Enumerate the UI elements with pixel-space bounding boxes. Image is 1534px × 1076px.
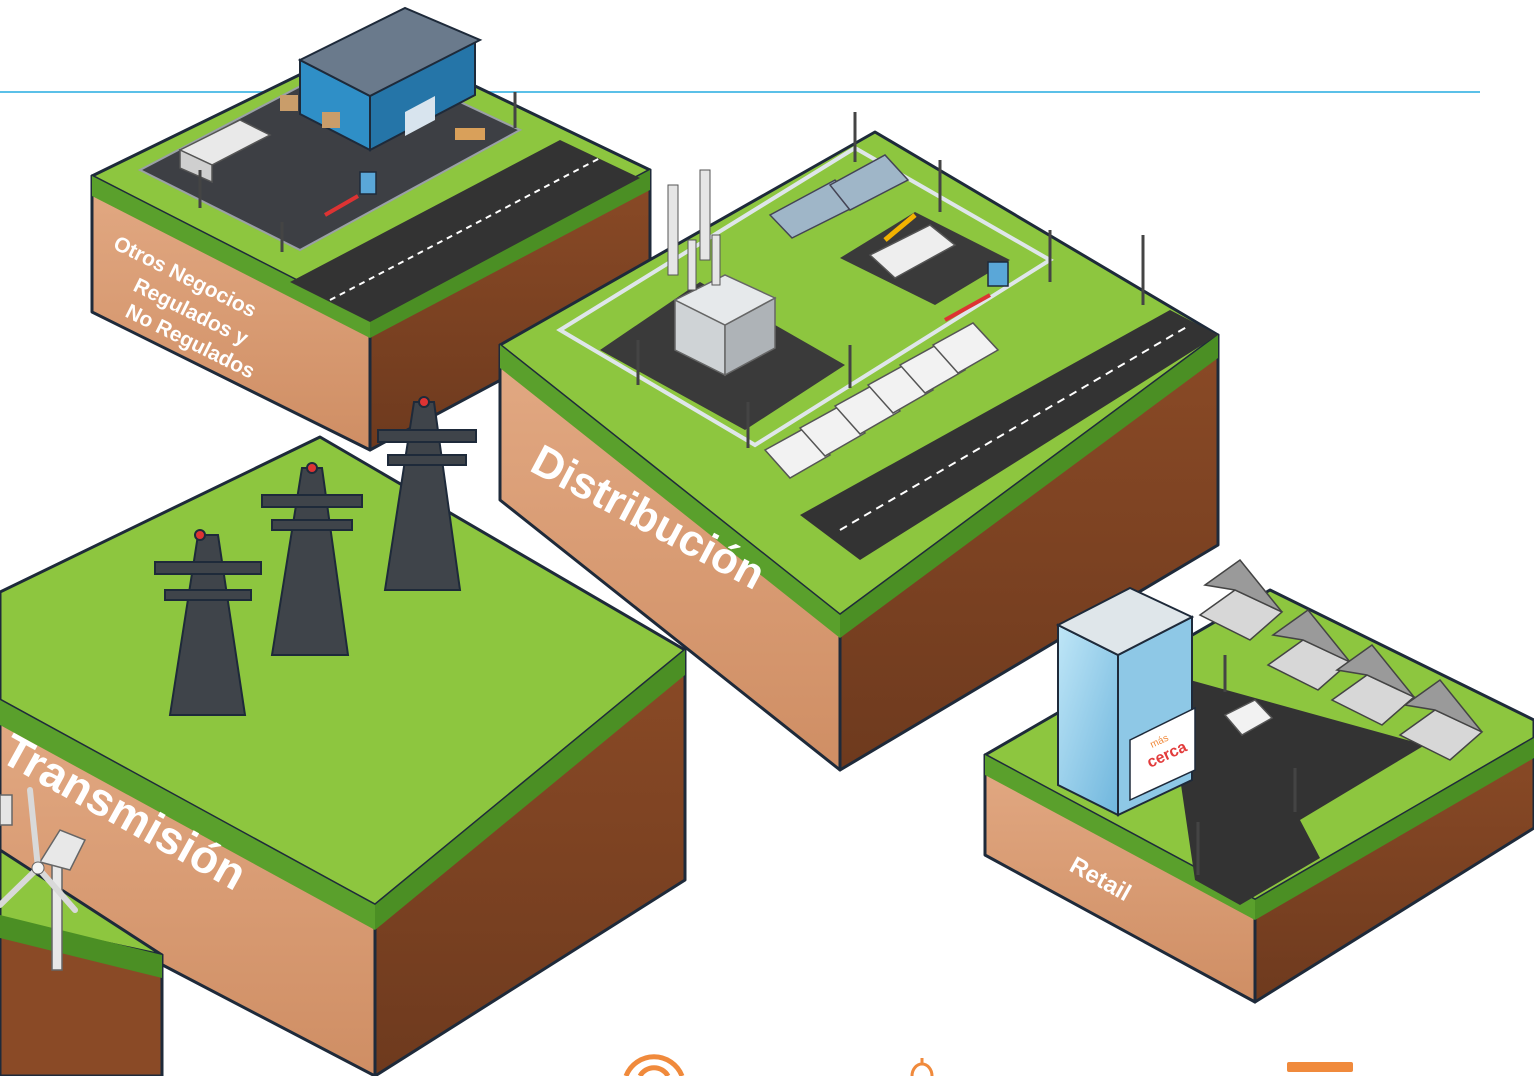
bell-icon [910,1058,934,1076]
wind-turbine [0,787,87,971]
block-generacion-partial [0,848,164,1076]
retail-scene: más cerca [1055,558,1484,905]
block-transmision [0,435,687,1076]
distribucion-facility [556,112,1218,560]
otros-facility [137,6,640,322]
transmission-towers [154,396,477,716]
bars-icon [1287,1062,1353,1072]
target-icon [623,1054,685,1076]
